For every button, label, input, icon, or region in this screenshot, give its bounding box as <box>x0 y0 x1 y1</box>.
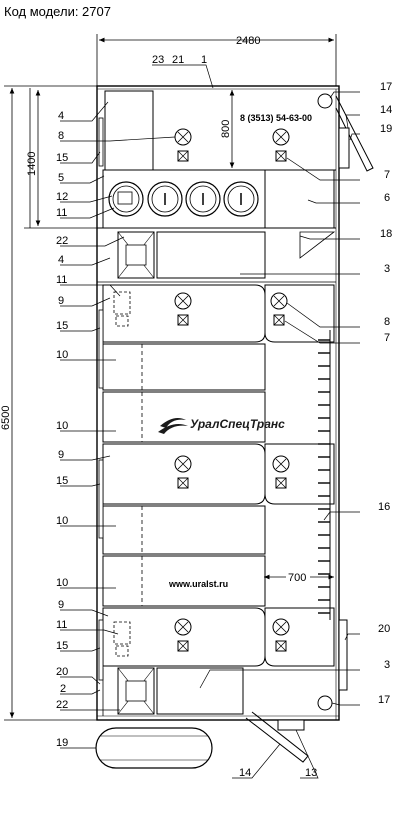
lamp-icon <box>272 128 290 146</box>
callout-label: 22 <box>56 699 68 711</box>
cylinder-icon <box>108 181 144 217</box>
front-section-dimension-text: 1400 <box>26 152 38 176</box>
callout-label: 11 <box>56 619 67 631</box>
lamp-icon <box>174 455 192 473</box>
phone-number: 8 (3513) 54-63-00 <box>240 113 312 123</box>
cylinder-icon <box>147 181 183 217</box>
callout-label: 3 <box>384 659 390 671</box>
lamp-icon <box>270 292 288 310</box>
front-compartment <box>97 90 336 229</box>
callout-label: 10 <box>56 349 68 361</box>
callout-label: 12 <box>56 191 68 203</box>
lamp-icon <box>174 618 192 636</box>
callout-label: 4 <box>58 254 64 266</box>
callout-label: 5 <box>58 172 64 184</box>
brand-name: УралСпецТранс <box>190 417 285 431</box>
callout-label: 4 <box>58 110 64 122</box>
left-windows <box>98 117 104 681</box>
vent-icon <box>177 477 189 489</box>
radiator-fins <box>318 330 331 620</box>
model-code-label: Код модели: 2707 <box>4 4 111 19</box>
width-dimension-text: 2480 <box>236 35 260 47</box>
aisle-dimension-text: 700 <box>288 572 306 584</box>
callout-label: 10 <box>56 577 68 589</box>
cylinder-icon <box>223 181 259 217</box>
gas-cylinders <box>108 181 259 217</box>
brand-logo: УралСпецТранс <box>158 417 285 434</box>
vent-icon <box>177 150 189 162</box>
cabinet-depth-dimension: 800 <box>220 90 235 168</box>
callout-label: 11 <box>56 274 67 286</box>
callout-label: 13 <box>305 767 317 779</box>
vent-icon <box>275 150 287 162</box>
callout-label: 15 <box>56 152 68 164</box>
lamp-icon <box>174 292 192 310</box>
callout-label: 9 <box>58 599 64 611</box>
callout-label: 10 <box>56 420 68 432</box>
lamp-icon <box>174 128 192 146</box>
handrail-icon <box>317 93 333 109</box>
length-dimension-text: 6500 <box>0 406 12 430</box>
handrail-icon <box>317 695 333 711</box>
callout-label: 8 <box>384 316 390 328</box>
callout-label: 17 <box>378 694 390 706</box>
lamp-icon <box>272 618 290 636</box>
callout-label: 15 <box>56 475 68 487</box>
callout-label: 2 <box>60 683 66 695</box>
callout-label: 9 <box>58 295 64 307</box>
callout-label: 22 <box>56 235 68 247</box>
extinguishers <box>113 291 131 657</box>
leader-lines <box>60 64 360 779</box>
callout-label: 23 <box>152 54 164 66</box>
cabinet-depth-dimension-text: 800 <box>220 120 232 138</box>
callout-label: 19 <box>56 737 68 749</box>
callout-label: 19 <box>380 123 392 135</box>
vent-icon <box>275 477 287 489</box>
length-dimension: 6500 <box>0 85 97 721</box>
callout-label: 1 <box>201 54 207 66</box>
callout-label: 11 <box>56 207 67 219</box>
callout-label: 17 <box>380 81 392 93</box>
vent-icon <box>273 314 285 326</box>
compartments <box>102 284 335 716</box>
callout-label: 9 <box>58 449 64 461</box>
callout-label: 15 <box>56 320 68 332</box>
doors-and-steps <box>95 93 374 769</box>
callout-label: 15 <box>56 640 68 652</box>
vent-icon <box>177 314 189 326</box>
website-url: www.uralst.ru <box>168 579 228 589</box>
callout-label: 14 <box>380 104 392 116</box>
callout-label: 3 <box>384 263 390 275</box>
callout-label: 6 <box>384 192 390 204</box>
vent-icon <box>177 640 189 652</box>
callout-label: 20 <box>378 623 390 635</box>
callout-label: 7 <box>384 332 390 344</box>
front-section-dimension: 1400 <box>24 88 97 229</box>
upper-cabin-fixtures <box>97 231 336 283</box>
vent-icon <box>275 640 287 652</box>
callout-label: 21 <box>172 54 184 66</box>
callout-label: 14 <box>239 767 251 779</box>
callout-label: 8 <box>58 130 64 142</box>
spare-wheel-icon <box>95 727 213 769</box>
vehicle-body <box>96 85 340 721</box>
callout-labels: 23 21 1 4 8 15 5 12 11 22 4 11 9 15 10 1… <box>56 54 392 779</box>
callout-label: 16 <box>378 501 390 513</box>
aisle-dimension: 700 <box>264 570 334 584</box>
width-dimension: 2480 <box>96 34 337 86</box>
callout-label: 10 <box>56 515 68 527</box>
callout-label: 20 <box>56 666 68 678</box>
callout-label: 18 <box>380 228 392 240</box>
lamp-icon <box>272 455 290 473</box>
callout-label: 7 <box>384 169 390 181</box>
cylinder-icon <box>185 181 221 217</box>
